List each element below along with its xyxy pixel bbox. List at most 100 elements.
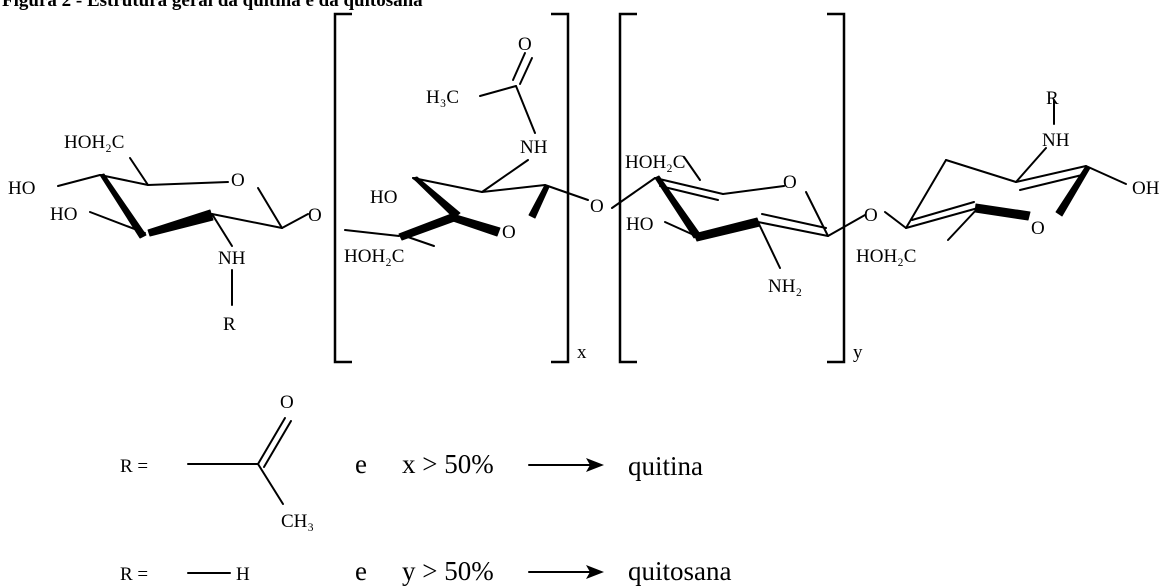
ring1-r-label: R (223, 314, 236, 335)
legend2-h-label: H (236, 564, 250, 585)
glucosamine-unit-1: HOH₂C O HO HO NH R (8, 132, 309, 335)
acetyl-ch3-c (479, 85, 517, 97)
ring2-oxygen-label: O (502, 222, 516, 243)
ring2-ho-label: HO (370, 187, 397, 208)
ring2-nh-label: NH (520, 137, 548, 158)
ring4-bond-bridge-c4 (884, 211, 907, 229)
legend2-e: e (355, 556, 367, 586)
ring4-bold-bond-o (974, 203, 1031, 221)
legend1-bond-co-2 (263, 420, 292, 468)
ring1-bond-top-left (99, 174, 149, 186)
ring3-bond-c2-c1 (757, 221, 829, 237)
legend1-bond-co-1 (257, 417, 286, 465)
ring4-bond-c5-ch2 (947, 207, 979, 241)
legend2-condition: y > 50% (402, 556, 494, 586)
acetyl-c-o-double-1 (519, 57, 533, 85)
ring3-bond-top (654, 177, 724, 195)
ring3-bond-top-inner (659, 185, 719, 201)
ring2-ch2oh-label: HOH₂C (344, 246, 404, 267)
ring1-ho-label-1: HO (8, 178, 35, 199)
ring3-bold-bond-front (693, 217, 761, 242)
glycosidic-oxygen-2: O (590, 196, 604, 217)
ring1-bold-bond-front (147, 209, 214, 237)
bracket-x-left (333, 12, 352, 364)
ring1-bond-c3-ho (89, 211, 146, 234)
ring2-bond-c2-c1 (481, 184, 546, 193)
repeat-bracket-y: y (618, 12, 863, 364)
ring3-ho-label: HO (626, 214, 653, 235)
bracket-x-right (551, 12, 570, 364)
ring2-bond-c5-ch2 (404, 235, 435, 247)
ring4-bond-c2-nh (1015, 147, 1047, 183)
legend2-product: quitosana (628, 556, 731, 586)
ring3-bond-c2-c1-inner (761, 213, 827, 229)
legend1-ch3-label: CH₃ (281, 511, 314, 532)
ring2-bond-bridge-c4 (344, 229, 400, 237)
ring4-r-label: R (1046, 88, 1059, 109)
ring1-ho-label-2: HO (50, 204, 77, 225)
legend-row-quitina: R = O CH₃ e x > 50% quitina (120, 392, 703, 532)
ring4-bond-front-inner (911, 201, 975, 221)
ring4-oh-label: OH (1132, 178, 1160, 199)
legend1-e: e (355, 449, 367, 479)
ring1-bond-top (147, 181, 229, 186)
legend2-r-equals: R = (120, 564, 148, 585)
legend-row-quitosana: R = H e y > 50% quitosana (120, 556, 731, 586)
ring4-oxygen-label: O (1031, 218, 1045, 239)
ring4-bond-c2-c1-inner (1019, 174, 1083, 191)
ring3-bond-c2-nh2 (757, 221, 781, 269)
terminal-unit: R NH OH O HOH₂C (856, 88, 1160, 267)
ring3-bond-c3-ho (664, 221, 697, 237)
ring2-bold-bond-left (412, 176, 461, 219)
ring2-bond-top (412, 177, 483, 193)
legend1-oxygen-label: O (280, 392, 294, 413)
ring3-bond-o-c1 (805, 191, 829, 237)
ring2-bold-bond-c1-o (528, 184, 550, 219)
ring1-bond-c1-bridge (281, 213, 309, 229)
subscript-y: y (853, 342, 863, 363)
ring1-oxygen-label: O (231, 170, 245, 191)
ring1-bond-c2-nh (211, 213, 233, 247)
ring1-bond-c5-ch2 (129, 157, 149, 186)
figure-caption: Figura 2 - Estrutura geral da quitina e … (2, 0, 423, 11)
ring3-bond-c5-ch2 (683, 156, 701, 181)
ring3-bond-bridge-c4 (611, 177, 656, 209)
legend2-arrow-head (586, 565, 604, 579)
glucosamine-unit-2: HOH₂C O HO NH₂ (611, 152, 866, 297)
n-acetylglucosamine-unit: O H₃C NH HO HOH₂C O (344, 34, 589, 267)
ring2-bond-c1-bridge (544, 184, 589, 201)
repeat-bracket-x: x (333, 12, 587, 364)
legend1-arrow-head (586, 458, 604, 472)
ring4-bond-top (945, 159, 1017, 183)
ring1-bond-o-c1 (257, 187, 283, 229)
acetyl-oxygen-label: O (518, 34, 532, 55)
glycosidic-oxygen-1: O (308, 205, 322, 226)
acetyl-c-o-double-2 (512, 52, 526, 81)
ring3-ch2oh-label: HOH₂C (625, 152, 685, 173)
ring3-oxygen-label: O (783, 172, 797, 193)
legend1-product: quitina (628, 451, 703, 481)
ring1-bond-c4-ho (57, 174, 101, 187)
ring1-bold-bond-left (99, 173, 147, 239)
ring4-bond-c1-oh (1085, 165, 1127, 185)
legend1-bond-c-ch3 (257, 463, 284, 505)
ring4-bond-c4-c5 (905, 159, 947, 229)
ring4-nh-label: NH (1042, 130, 1070, 151)
ring2-bold-bond-o (452, 214, 501, 237)
subscript-x: x (577, 342, 587, 363)
ring2-bold-bond-front (398, 212, 461, 241)
ring4-bold-bond-c1-o (1055, 165, 1091, 217)
glycosidic-oxygen-3: O (864, 205, 878, 226)
legend1-condition: x > 50% (402, 449, 494, 479)
acetyl-methyl-label: H₃C (426, 87, 459, 108)
legend1-r-equals: R = (120, 456, 148, 477)
ring2-c2-nh (481, 159, 529, 193)
ring1-ch2oh-label: HOH₂C (64, 132, 124, 153)
ring3-bond-c5-o (722, 185, 785, 195)
ring3-bond-c1-bridge (827, 214, 866, 237)
ring3-nh2-label: NH₂ (768, 276, 802, 297)
acetyl-c-n (515, 85, 536, 134)
bracket-y-left (618, 12, 637, 364)
bracket-y-right (827, 12, 846, 364)
